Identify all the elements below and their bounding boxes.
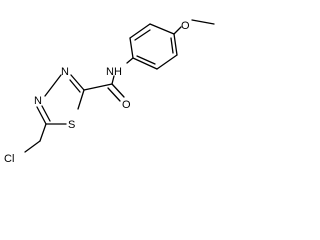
ether-oxygen-label: O	[181, 20, 190, 32]
bond-carbonyl-oxygen-double	[107, 87, 121, 102]
benzene-double-2	[170, 37, 174, 54]
benzene-bond-4	[173, 33, 178, 56]
bond-n3-c2	[70, 74, 85, 91]
benzene-bond-5	[156, 54, 178, 70]
benzene-bond-2	[129, 23, 151, 39]
bond-n3-c2-double	[69, 79, 81, 93]
bond-carbonyl-oxygen	[111, 83, 125, 98]
bond-c2-s1	[77, 89, 85, 110]
bond-cl-ch2	[24, 140, 41, 153]
carbonyl-oxygen-label: O	[122, 99, 131, 111]
sulfur-atom-label: S	[68, 119, 75, 131]
bond-c5-n4	[36, 106, 47, 125]
bond-c5-n4-double	[41, 105, 51, 122]
bond-carbonyl-nh	[111, 75, 115, 85]
benzene-double-3	[136, 55, 156, 65]
chlorine-atom-label: Cl	[4, 153, 14, 165]
amide-nh-label: NH	[106, 66, 122, 78]
bond-ether-oxygen-methyl	[191, 19, 215, 25]
chemical-structure: Cl S N N NH O O	[4, 19, 215, 165]
nitrogen-right-atom-label: N	[61, 66, 69, 78]
bond-nh-aryl	[126, 57, 134, 64]
bond-ch2-c5	[39, 123, 47, 142]
bond-aryl-ether-oxygen	[173, 26, 182, 35]
benzene-bond-6	[132, 57, 158, 70]
benzene-bond-1	[129, 37, 134, 59]
nitrogen-left-atom-label: N	[34, 95, 42, 107]
bond-n4-n3	[44, 74, 62, 97]
bond-c2-carbonyl	[83, 83, 113, 91]
benzene-double-1	[134, 29, 151, 41]
benzene-bond-3	[149, 23, 175, 35]
